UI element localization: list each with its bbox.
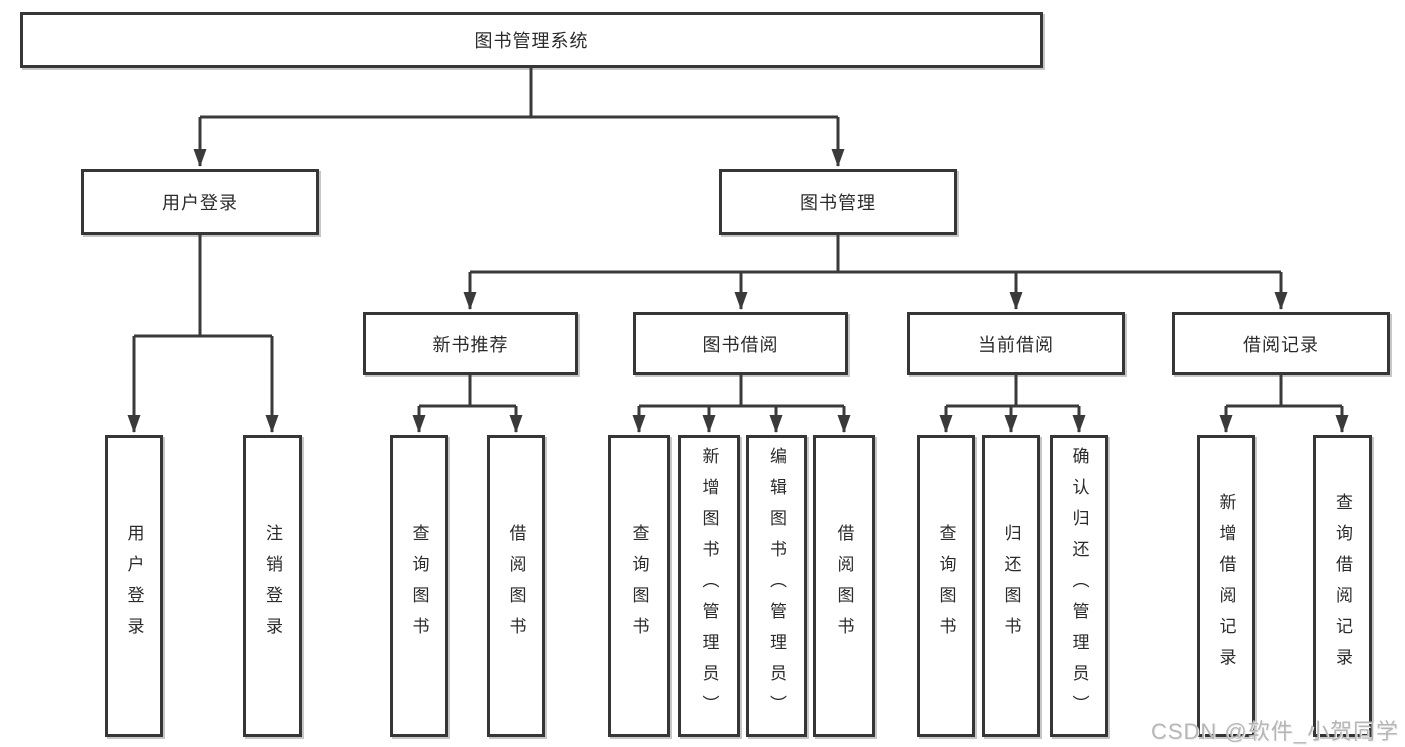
leaf-query-books-recommend: 查询图书 [390,435,448,737]
leaf-add-book-admin: 新增图书（管理员） [678,435,740,737]
node-user-login: 用户登录 [81,169,319,235]
leaf-confirm-return-admin: 确认归还（管理员） [1050,435,1108,737]
node-borrowing-records: 借阅记录 [1172,312,1390,375]
leaf-edit-book-admin: 编辑图书（管理员） [746,435,807,737]
connector-new-book-recommend-to-leaves [412,375,523,433]
leaf-return-books: 归还图书 [982,435,1040,737]
leaf-query-books-borrowing: 查询图书 [608,435,670,737]
leaf-query-borrow-record: 查询借阅记录 [1313,435,1372,737]
connector-user-login-to-leaves [127,234,279,433]
connector-current-borrowing-to-leaves [939,375,1086,433]
connector-book-borrowing-to-leaves [632,375,851,433]
connector-borrowing-records-to-leaves [1219,375,1349,433]
node-book-borrowing: 图书借阅 [633,312,848,375]
csdn-watermark: CSDN @软件_小贺同学 [1150,719,1399,744]
node-book-management: 图书管理 [719,169,957,235]
leaf-add-borrow-record: 新增借阅记录 [1197,435,1255,737]
connector-book-management-to-groups [463,234,1288,310]
leaf-user-login: 用户登录 [105,435,163,737]
leaf-borrow-books-borrowing: 借阅图书 [813,435,875,737]
leaf-query-books-current: 查询图书 [917,435,975,737]
leaf-borrow-books-recommend: 借阅图书 [487,435,545,737]
node-current-borrowing: 当前借阅 [907,312,1125,375]
node-root: 图书管理系统 [20,12,1043,68]
leaf-logout: 注销登录 [243,435,302,737]
node-new-book-recommend: 新书推荐 [363,312,578,375]
connector-root-to-level2 [193,68,845,167]
